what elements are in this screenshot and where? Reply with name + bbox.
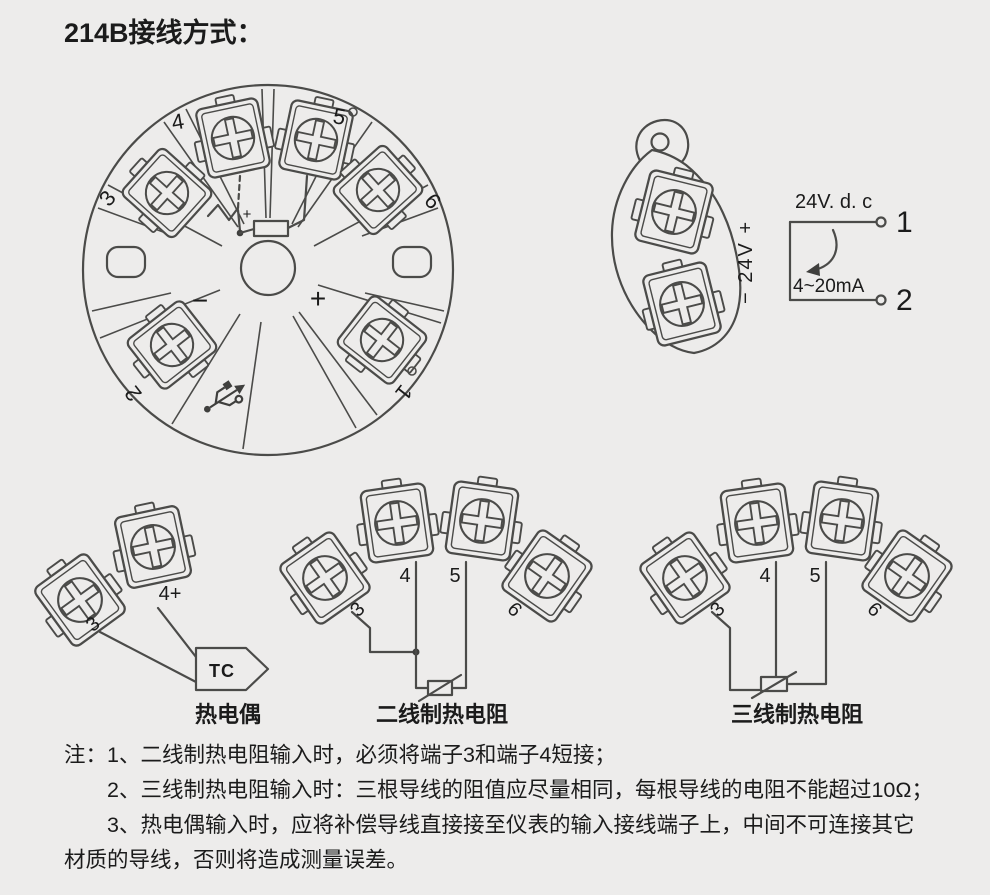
rtd3-screw-5[interactable] (796, 471, 889, 564)
rtd3-screw-4[interactable] (710, 473, 803, 566)
rtd2-wire-5 (450, 560, 468, 690)
head-label-5: 5 (331, 103, 347, 130)
circuit-terminal-2-node (875, 294, 887, 306)
rtd2-resistor-strike (417, 673, 463, 703)
tc-wire-4 (156, 606, 198, 659)
head-center-hub (239, 239, 297, 297)
resistor-lead-right (286, 174, 309, 230)
sensor-zigzag (206, 203, 240, 222)
pilot-hole-marker-1 (407, 366, 417, 376)
transmitter-head-top-view: + 3 4 5 6 1 2 − + (81, 83, 455, 457)
three-wire-rtd-wiring: 3 4 5 6 三线制热电阻 (626, 471, 966, 727)
rtd2-label-6: 6 (503, 598, 526, 621)
head-minus-mark: − (192, 285, 208, 316)
tc-probe-symbol (194, 646, 270, 692)
terminal-screw-1[interactable] (329, 286, 441, 398)
rtd3-wire-5 (785, 560, 828, 686)
sensor-link-wire (236, 208, 242, 233)
current-arrow-head (806, 263, 820, 276)
internal-resistor (252, 219, 290, 238)
circuit-terminal-1-label: 1 (896, 206, 913, 239)
rtd2-caption: 二线制热电阻 (376, 702, 508, 727)
head-outer-rim (81, 83, 455, 457)
supply-voltage-label: 24V. d. c (795, 191, 872, 213)
circuit-terminal-1-node (875, 216, 887, 228)
tc-wire-3 (98, 630, 198, 684)
notes: 注：1、二线制热电阻输入时，必须将端子3和端子4短接； 2、三线制热电阻输入时：… (64, 743, 933, 872)
rtd2-label-5: 5 (449, 565, 460, 587)
sensor-dashed-wire (236, 174, 242, 210)
note-line-4: 材质的导线，否则将造成测量误差。 (64, 848, 408, 872)
terminal-screw-4[interactable] (185, 87, 280, 182)
thermocouple-wiring: 3 4+ TC 热电偶 (20, 494, 270, 727)
rtd2-label-4: 4 (399, 565, 410, 587)
rtd3-label-5: 5 (809, 565, 820, 587)
note-line-1: 注：1、二线制热电阻输入时，必须将端子3和端子4短接； (64, 743, 616, 767)
head-plus-mark: + (310, 283, 326, 314)
rtd3-caption: 三线制热电阻 (731, 702, 863, 727)
tc-label-4: 4+ (159, 583, 182, 605)
pilot-hole-marker-5 (348, 107, 358, 117)
tc-caption: 热电偶 (195, 702, 261, 727)
power-polarity-label: − 24V + (735, 220, 757, 304)
rtd2-screw-4[interactable] (350, 473, 443, 566)
loop-current-label: 4~20mA (793, 276, 865, 297)
rtd2-screw-5[interactable] (436, 471, 529, 564)
sensor-plus-mark: + (243, 206, 252, 223)
circuit-terminal-2-label: 2 (896, 284, 913, 317)
rtd3-label-4: 4 (759, 565, 770, 587)
head-internal-wiring: + (206, 174, 309, 238)
ear-hook-hole (650, 132, 670, 152)
rtd3-label-6: 6 (863, 598, 886, 621)
note-line-3: 3、热电偶输入时，应将补偿导线直接接至仪表的输入接线端子上，中间不可连接其它 (107, 813, 914, 837)
rtd2-wire-4 (414, 560, 430, 690)
resistor-lead-left (238, 227, 256, 235)
power-terminals-side-view: − 24V + (610, 118, 757, 355)
tc-device-label: TC (209, 661, 235, 681)
page-title: 214B接线方式： (64, 17, 264, 48)
power-circuit-diagram: 24V. d. c 1 2 4~20mA (788, 191, 913, 317)
rtd2-wire-3 (350, 610, 418, 654)
two-wire-rtd-wiring: 3 4 5 6 二线制热电阻 (266, 471, 606, 727)
head-label-4: 4 (169, 108, 185, 135)
note-line-2: 2、三线制热电阻输入时：三根导线的阻值应尽量相同，每根导线的电阻不能超过10Ω； (107, 778, 933, 802)
mounting-hole-right (391, 245, 433, 279)
usb-icon (204, 380, 246, 413)
rtd3-wire-3 (710, 610, 763, 692)
mounting-hole-left (105, 245, 147, 279)
rtd3-resistor-strike (750, 670, 798, 700)
tc-screw-4[interactable] (103, 494, 201, 592)
current-direction-arrow (816, 228, 838, 271)
